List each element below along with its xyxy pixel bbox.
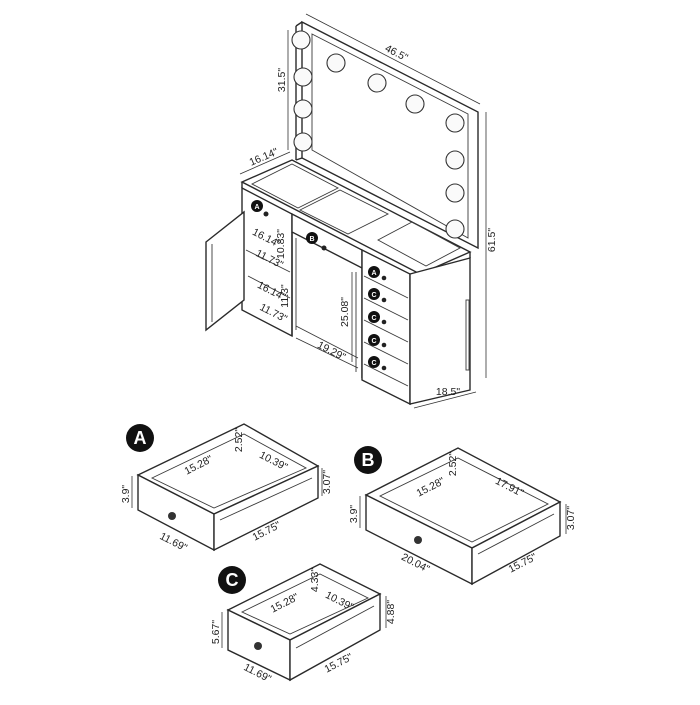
bulb-icon: [405, 94, 425, 114]
knob-icon: [381, 275, 387, 281]
badge-a-small: A: [251, 200, 263, 212]
drawer-b-badge: B: [354, 446, 382, 474]
badge-c-small: C: [368, 288, 380, 300]
drawer-a-front-height: 3.9": [120, 485, 132, 504]
drawer-b-detail: B 3.9" 15.28" 17.91" 2.52" 3.07" 20.04" …: [348, 446, 577, 586]
desk-top: [240, 159, 472, 280]
svg-text:A: A: [371, 270, 376, 277]
svg-text:B: B: [362, 450, 375, 470]
svg-text:C: C: [371, 315, 376, 322]
bulb-icon: [445, 183, 465, 203]
svg-text:C: C: [371, 338, 376, 345]
drawer-b-front-height: 3.9": [348, 505, 360, 524]
svg-text:B: B: [309, 236, 314, 243]
top-depth-label: 16.14": [248, 146, 281, 169]
svg-text:C: C: [371, 292, 376, 299]
depth-label: 18.5": [436, 386, 460, 398]
bulb-icon: [445, 219, 465, 239]
drawer-c-side-height: 4.88": [385, 600, 397, 624]
bulb-icon: [326, 53, 346, 73]
bulb-icon: [291, 30, 311, 50]
mirror: [291, 20, 479, 250]
bulb-icon: [445, 113, 465, 133]
knee-height-label: 25.08": [339, 297, 351, 327]
svg-text:A: A: [134, 428, 147, 448]
drawer-a-side-height: 3.07": [321, 470, 333, 494]
drawer-b-inner-height: 2.52": [447, 452, 459, 476]
drawer-c-badge: C: [218, 566, 246, 594]
drawer-c-detail: C 5.67" 15.28" 10.39" 4.33" 4.88" 11.69"…: [210, 563, 397, 685]
knob-icon: [263, 211, 269, 217]
drawer-c-inner-height: 4.33": [309, 568, 321, 592]
vanity-assembly: A B A C C C C: [205, 13, 498, 409]
badge-a-small: A: [368, 266, 380, 278]
left-upper-height-label: 10.83": [275, 229, 287, 259]
svg-text:A: A: [254, 204, 259, 211]
knob-icon: [381, 342, 387, 348]
knob-icon: [168, 512, 176, 520]
bulb-icon: [367, 73, 387, 93]
knob-icon: [254, 642, 262, 650]
knob-icon: [381, 319, 387, 325]
badge-c-small: C: [368, 311, 380, 323]
total-height-label: 61.5": [486, 228, 498, 252]
drawer-a-inner-height: 2.52": [233, 428, 245, 452]
knob-icon: [414, 536, 422, 544]
drawer-c-front-height: 5.67": [210, 620, 222, 644]
badge-c-small: C: [368, 356, 380, 368]
bulb-icon: [445, 150, 465, 170]
drawer-b-side-height: 3.07": [565, 506, 577, 530]
knob-icon: [381, 297, 387, 303]
knee-width-label: 19.29": [315, 339, 347, 363]
svg-text:C: C: [371, 360, 376, 367]
mirror-height-label: 31.5": [276, 68, 288, 92]
badge-b-small: B: [306, 232, 318, 244]
cabinet-door: [205, 210, 245, 332]
bulb-icon: [293, 99, 313, 119]
knee-space: [291, 212, 363, 378]
svg-text:C: C: [226, 570, 239, 590]
bulb-icon: [293, 67, 313, 87]
drawer-a-badge: A: [126, 424, 154, 452]
left-cabinet: [205, 186, 293, 338]
badge-c-small: C: [368, 334, 380, 346]
knob-icon: [381, 365, 387, 371]
drawer-a-detail: A 3.9" 15.28" 10.39" 2.52" 3.07" 11.69" …: [120, 423, 333, 554]
knob-icon: [321, 245, 327, 251]
left-lower-height-label: 11.3": [279, 284, 291, 308]
bulb-icon: [293, 132, 313, 152]
